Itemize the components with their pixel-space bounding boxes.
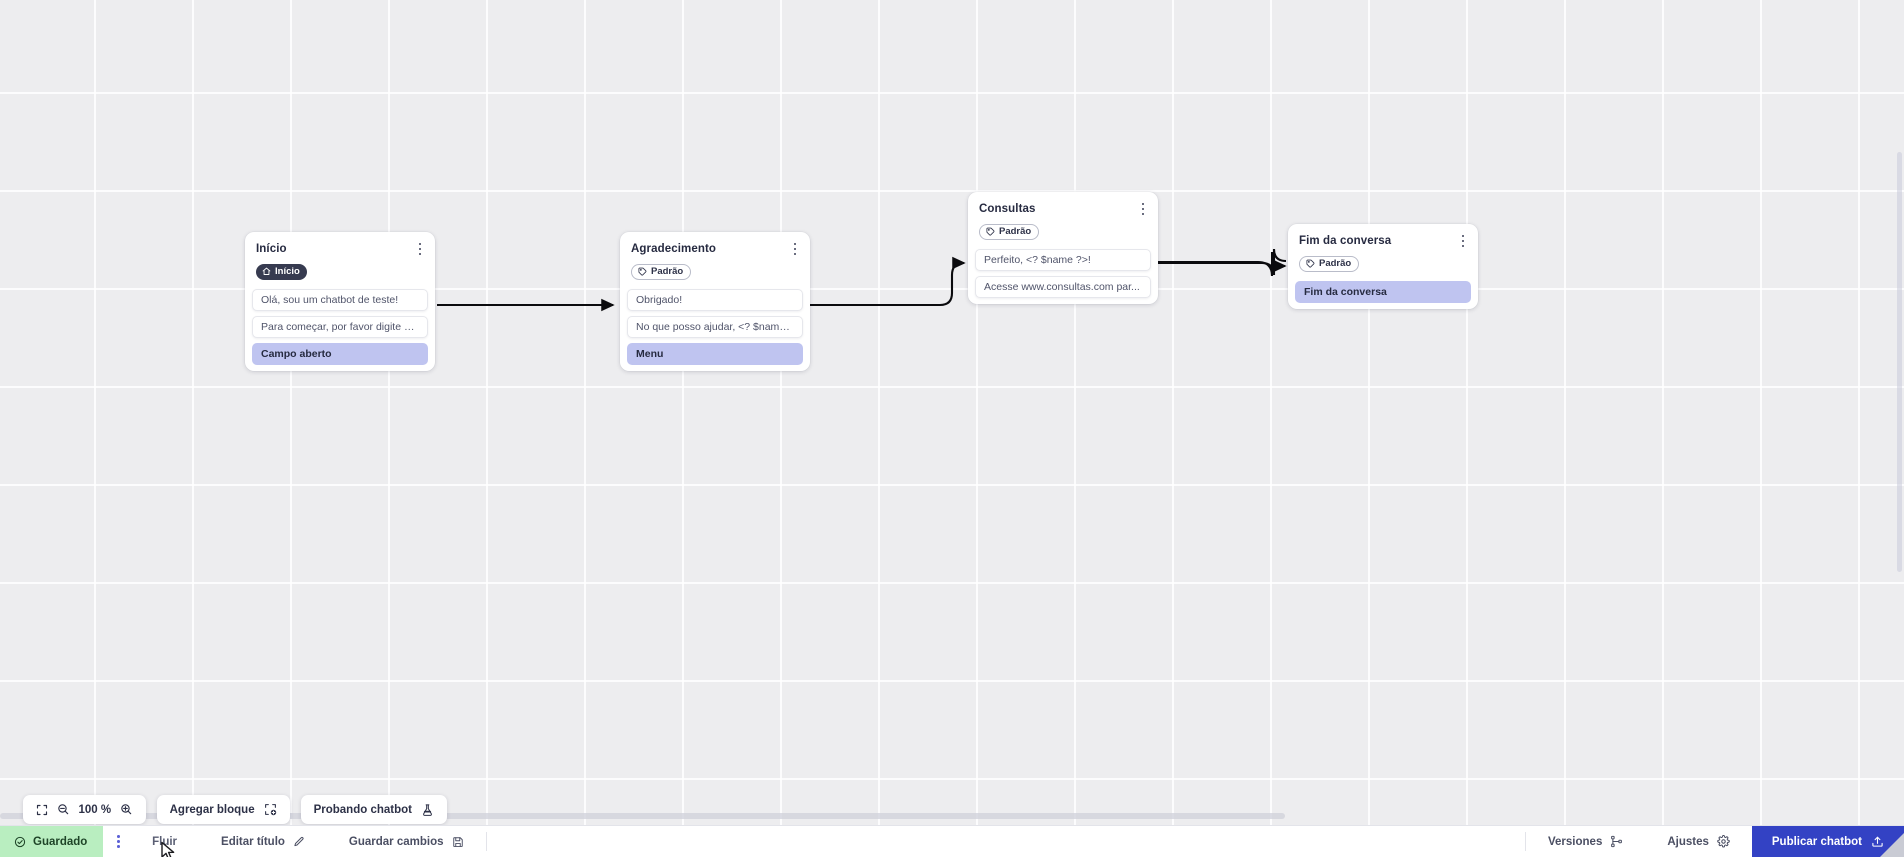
saved-label: Guardado (33, 835, 88, 848)
branch-icon (1610, 835, 1623, 848)
flask-icon (421, 803, 434, 817)
tab-flow[interactable]: Fluir (130, 826, 199, 857)
test-chatbot-button[interactable]: Probando chatbot (300, 795, 447, 824)
node-menu-icon[interactable] (788, 240, 802, 258)
settings-label: Ajustes (1667, 835, 1709, 848)
resize-grip[interactable] (1880, 833, 1904, 857)
node-item-label: Olá, sou um chatbot de teste! (261, 294, 399, 306)
node-tag-label: Padrão (1319, 257, 1352, 269)
edge-consultas-fim-curve (1157, 251, 1287, 277)
floppy-icon (452, 836, 464, 848)
node-title: Consultas (979, 203, 1036, 215)
node-agradecimento[interactable]: Agradecimento Padrão Obrigado! (620, 232, 810, 371)
node-tag-label: Início (275, 265, 300, 277)
node-item[interactable]: Perfeito, <? $name ?>! (975, 249, 1151, 271)
edge-agradecimento-consultas (806, 256, 966, 307)
node-item-label: Perfeito, <? $name ?>! (984, 254, 1091, 266)
flow-controls: Fluir Editar título Guardar cambios (103, 826, 485, 857)
edit-title-button[interactable]: Editar título (199, 826, 327, 857)
node-header: Início (245, 232, 435, 256)
status-bar-right: Versiones Ajustes (1526, 826, 1904, 857)
node-items: Perfeito, <? $name ?>! Acesse www.consul… (968, 249, 1158, 298)
node-tag-row: Padrão (1288, 248, 1478, 281)
node-tag-default[interactable]: Padrão (979, 223, 1040, 240)
versions-button[interactable]: Versiones (1526, 826, 1645, 857)
edit-title-label: Editar título (221, 835, 285, 848)
status-bar-spacer (487, 826, 1525, 857)
node-fim-da-conversa[interactable]: Fim da conversa Padrão Fim da conversa (1288, 224, 1478, 309)
tag-icon (638, 267, 647, 276)
add-block-button[interactable]: Agregar bloque (156, 795, 290, 824)
node-items: Obrigado! No que posso ajudar, <? $name … (620, 289, 810, 365)
node-item-label: Acesse www.consultas.com par... (984, 281, 1140, 293)
flow-label: Fluir (152, 835, 178, 848)
node-title: Início (256, 243, 287, 255)
node-header: Consultas (968, 192, 1158, 216)
node-item-label: Para começar, por favor digite o ... (261, 321, 419, 333)
node-header: Fim da conversa (1288, 224, 1478, 248)
node-menu-icon[interactable] (1136, 200, 1150, 218)
node-item-label: Campo aberto (261, 348, 332, 360)
node-item[interactable]: No que posso ajudar, <? $name ... (627, 316, 803, 338)
publish-chatbot-button[interactable]: Publicar chatbot (1751, 826, 1904, 857)
zoom-controls: 100 % (23, 795, 146, 824)
node-item-accent[interactable]: Fim da conversa (1295, 281, 1471, 303)
node-tag-row: Padrão (968, 216, 1158, 249)
node-item[interactable]: Obrigado! (627, 289, 803, 311)
tag-icon (986, 227, 995, 236)
node-item-label: Obrigado! (636, 294, 683, 306)
versions-label: Versiones (1548, 835, 1603, 848)
pencil-icon (293, 836, 305, 848)
settings-button[interactable]: Ajustes (1645, 826, 1752, 857)
home-icon (262, 267, 271, 275)
node-items: Fim da conversa (1288, 281, 1478, 303)
zoom-level: 100 % (78, 803, 112, 816)
node-item[interactable]: Olá, sou um chatbot de teste! (252, 289, 428, 311)
save-changes-label: Guardar cambios (348, 835, 444, 848)
save-changes-button[interactable]: Guardar cambios (327, 826, 486, 857)
node-tag-default[interactable]: Padrão (1299, 255, 1360, 272)
node-title: Agradecimento (631, 243, 717, 255)
node-item-accent[interactable]: Campo aberto (252, 343, 428, 365)
vertical-scrollbar[interactable] (1897, 152, 1902, 572)
node-menu-icon[interactable] (413, 240, 427, 258)
divider (485, 832, 487, 851)
add-block-icon (264, 803, 277, 816)
gear-icon (1717, 835, 1730, 848)
node-item-label: Fim da conversa (1304, 286, 1387, 298)
publish-label: Publicar chatbot (1771, 835, 1862, 848)
zoom-in-icon[interactable] (120, 803, 133, 816)
node-tag-row: Padrão (620, 256, 810, 289)
node-tag-label: Padrão (651, 265, 684, 277)
node-tag-label: Padrão (999, 225, 1032, 237)
node-item[interactable]: Acesse www.consultas.com par... (975, 276, 1151, 298)
node-header: Agradecimento (620, 232, 810, 256)
node-tag-default[interactable]: Padrão (631, 263, 692, 280)
zoom-out-icon[interactable] (57, 803, 70, 816)
horizontal-scrollbar[interactable] (0, 813, 1285, 819)
node-item-label: Menu (636, 348, 664, 360)
node-consultas[interactable]: Consultas Padrão Perfeito, <? $name ?>! (968, 192, 1158, 304)
node-item-accent[interactable]: Menu (627, 343, 803, 365)
saved-status-badge: Guardado (0, 826, 104, 857)
fit-screen-icon[interactable] (36, 804, 48, 816)
node-items: Olá, sou um chatbot de teste! Para começ… (245, 289, 435, 365)
divider (1525, 832, 1526, 851)
node-item-label: No que posso ajudar, <? $name ... (636, 321, 794, 333)
flow-canvas[interactable]: Início Início Olá, sou um chatbot de tes… (0, 0, 1904, 825)
status-bar: Guardado Fluir Editar título Guardar cam… (0, 825, 1904, 857)
node-title: Fim da conversa (1299, 235, 1392, 247)
flow-edges (437, 248, 1287, 312)
node-tag-start[interactable]: Início (256, 263, 307, 280)
vertical-dots-icon[interactable] (103, 834, 130, 849)
node-menu-icon[interactable] (1456, 232, 1470, 250)
test-chatbot-label: Probando chatbot (313, 803, 412, 816)
node-inicio[interactable]: Início Início Olá, sou um chatbot de tes… (245, 232, 435, 371)
check-circle-icon (14, 836, 26, 848)
tag-icon (1306, 259, 1315, 268)
node-item[interactable]: Para começar, por favor digite o ... (252, 316, 428, 338)
canvas-toolbar: 100 % Agregar bloque Probando chatbo (0, 795, 447, 824)
add-block-label: Agregar bloque (169, 803, 255, 816)
node-tag-row: Início (245, 256, 435, 289)
